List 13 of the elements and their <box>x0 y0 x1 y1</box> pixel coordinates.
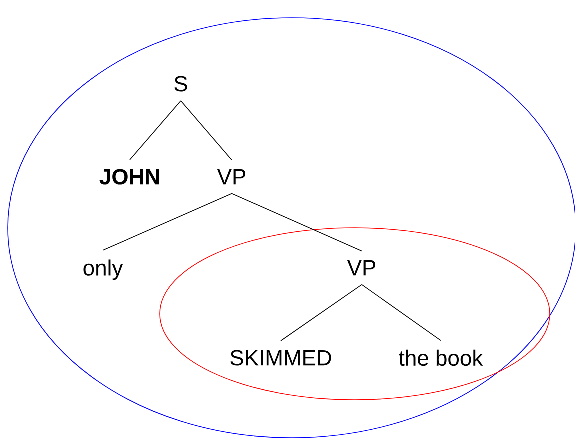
tree-label: the book <box>399 350 484 366</box>
tree-label: SKIMMED <box>230 350 332 366</box>
tree-branch <box>280 284 362 342</box>
tree-label: VP <box>347 260 376 276</box>
tree-branch <box>180 100 232 161</box>
tree-label: VP <box>217 169 246 185</box>
tree-branch <box>130 100 182 160</box>
tree-branch <box>362 284 442 342</box>
tree-label: S <box>174 76 188 92</box>
tree-branch <box>102 193 232 251</box>
tree-label: only <box>84 260 124 280</box>
tree-label: JOHN <box>100 169 160 185</box>
tree-branch <box>232 193 362 252</box>
